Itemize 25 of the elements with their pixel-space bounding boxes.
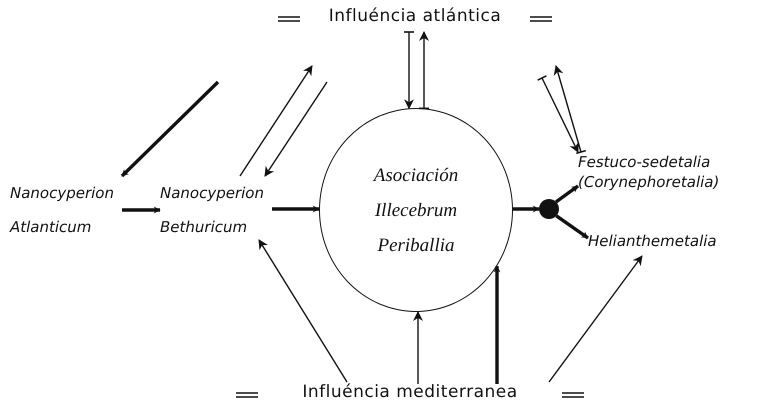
arrow <box>418 31 430 110</box>
arrow <box>513 206 540 212</box>
influence-heading: Influéncia mediterranea <box>262 382 558 408</box>
arrow <box>494 265 500 384</box>
arrow <box>536 75 579 153</box>
arrow <box>548 255 643 382</box>
influence-heading: Influéncia atlántica <box>305 6 525 32</box>
community-name: Nanocyperion Bethuricum <box>160 176 272 240</box>
junction-dot <box>539 199 559 219</box>
arrow <box>258 239 348 382</box>
community-name: Festuco-sedetalia (Corynephoretalia) <box>578 152 776 196</box>
arrow <box>555 214 589 240</box>
association-circle <box>319 108 513 312</box>
community-name: Nanocyperion Atlanticum <box>10 176 122 240</box>
arrow <box>403 31 415 110</box>
association-name: Asociación Illecebrum Periballia <box>372 164 460 258</box>
arrow <box>264 82 328 177</box>
arrow <box>413 310 423 384</box>
arrow <box>272 206 320 212</box>
arrow <box>122 206 161 214</box>
arrow <box>555 184 579 204</box>
community-name: Helianthemetalia <box>588 232 738 256</box>
arrow <box>554 65 587 154</box>
arrow <box>239 65 313 176</box>
arrow <box>120 80 220 178</box>
